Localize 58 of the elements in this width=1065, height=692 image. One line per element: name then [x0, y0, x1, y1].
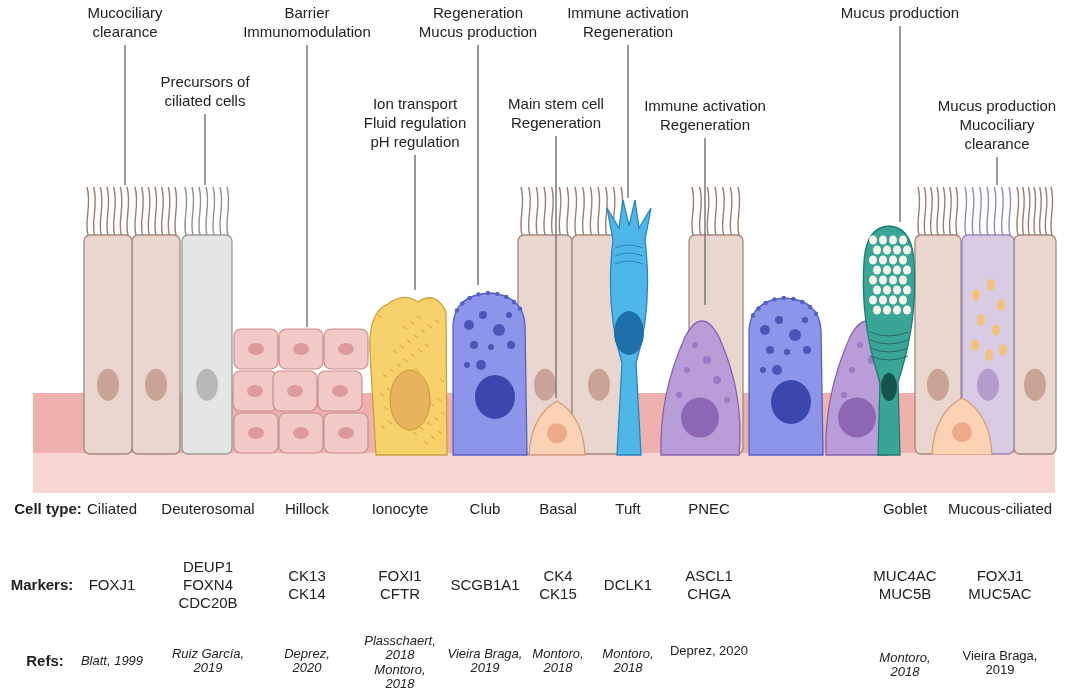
function-label: Mucus production [830, 3, 970, 22]
leader-line [627, 44, 629, 199]
ciliated-cell-drawing [83, 185, 133, 455]
row-header: Markers: [10, 576, 74, 594]
marker-list: SCGB1A1 [450, 576, 520, 594]
function-label: Immune activation Regeneration [635, 96, 775, 134]
reference-citation: Blatt, 1999 [80, 654, 144, 668]
cell-type-name: Club [469, 500, 501, 518]
reference-citation: Deprez, 2020 [669, 644, 749, 658]
function-label: Mucociliary clearance [75, 3, 175, 41]
reference-citation: Montoro, 2018 [879, 651, 931, 679]
cell-type-name: Tuft [615, 500, 641, 518]
row-header: Refs: [26, 652, 64, 670]
reference-citation: Plasschaert, 2018 [364, 634, 436, 662]
marker-list: FOXJ1 [88, 576, 136, 594]
marker-list: FOXJ1 MUC5AC [968, 567, 1032, 603]
reference-citation: Montoro, 2018 [532, 647, 584, 675]
basal-cell-drawing [527, 398, 587, 455]
marker-list: MUC4AC MUC5B [873, 567, 937, 603]
cell-type-name: Basal [539, 500, 577, 518]
marker-list: DEUP1 FOXN4 CDC20B [178, 558, 238, 612]
cell-type-name: Deuterosomal [161, 500, 255, 518]
function-label: Ion transport Fluid regulation pH regulation [359, 94, 471, 151]
leader-line [306, 44, 308, 328]
function-label: Regeneration Mucus production [415, 3, 541, 41]
leader-line [124, 44, 126, 186]
function-label: Barrier Immunomodulation [232, 3, 382, 41]
reference-citation: Ruiz García, 2019 [170, 647, 246, 675]
function-label: Precursors of ciliated cells [149, 72, 261, 110]
reference-citation: Vieira Braga, 2019 [961, 649, 1039, 677]
leader-line [477, 44, 479, 286]
function-label: Immune activation Regeneration [558, 3, 698, 41]
function-label: Main stem cell Regeneration [498, 94, 614, 132]
marker-list: CK13 CK14 [288, 567, 326, 603]
marker-list: CK4 CK15 [539, 567, 577, 603]
function-label: Mucus production Mucociliary clearance [929, 96, 1065, 153]
cell-type-name: PNEC [688, 500, 730, 518]
leader-line [555, 135, 557, 399]
leader-line [414, 154, 416, 291]
marker-list: ASCL1 CHGA [685, 567, 733, 603]
leader-line [899, 25, 901, 223]
reference-citation: Vieira Braga, 2019 [446, 647, 524, 675]
reference-citation: Deprez, 2020 [284, 647, 330, 675]
leader-line [996, 156, 998, 186]
reference-citation: Montoro, 2018 [374, 663, 426, 691]
hillock-cells-drawing [232, 327, 368, 455]
marker-list: DCLK1 [603, 576, 653, 594]
cell-type-name: Goblet [882, 500, 928, 518]
cell-type-name: Ciliated [87, 500, 137, 518]
row-header: Cell type: [14, 500, 82, 518]
leader-line [704, 137, 706, 306]
leader-line [204, 113, 206, 186]
marker-list: FOXI1 CFTR [378, 567, 422, 603]
reference-citation: Montoro, 2018 [602, 647, 654, 675]
cell-type-name: Hillock [284, 500, 330, 518]
cell-type-name: Mucous-ciliated [947, 500, 1053, 518]
deuterosomal-cell-drawing [181, 185, 233, 455]
cell-type-name: Ionocyte [371, 500, 429, 518]
